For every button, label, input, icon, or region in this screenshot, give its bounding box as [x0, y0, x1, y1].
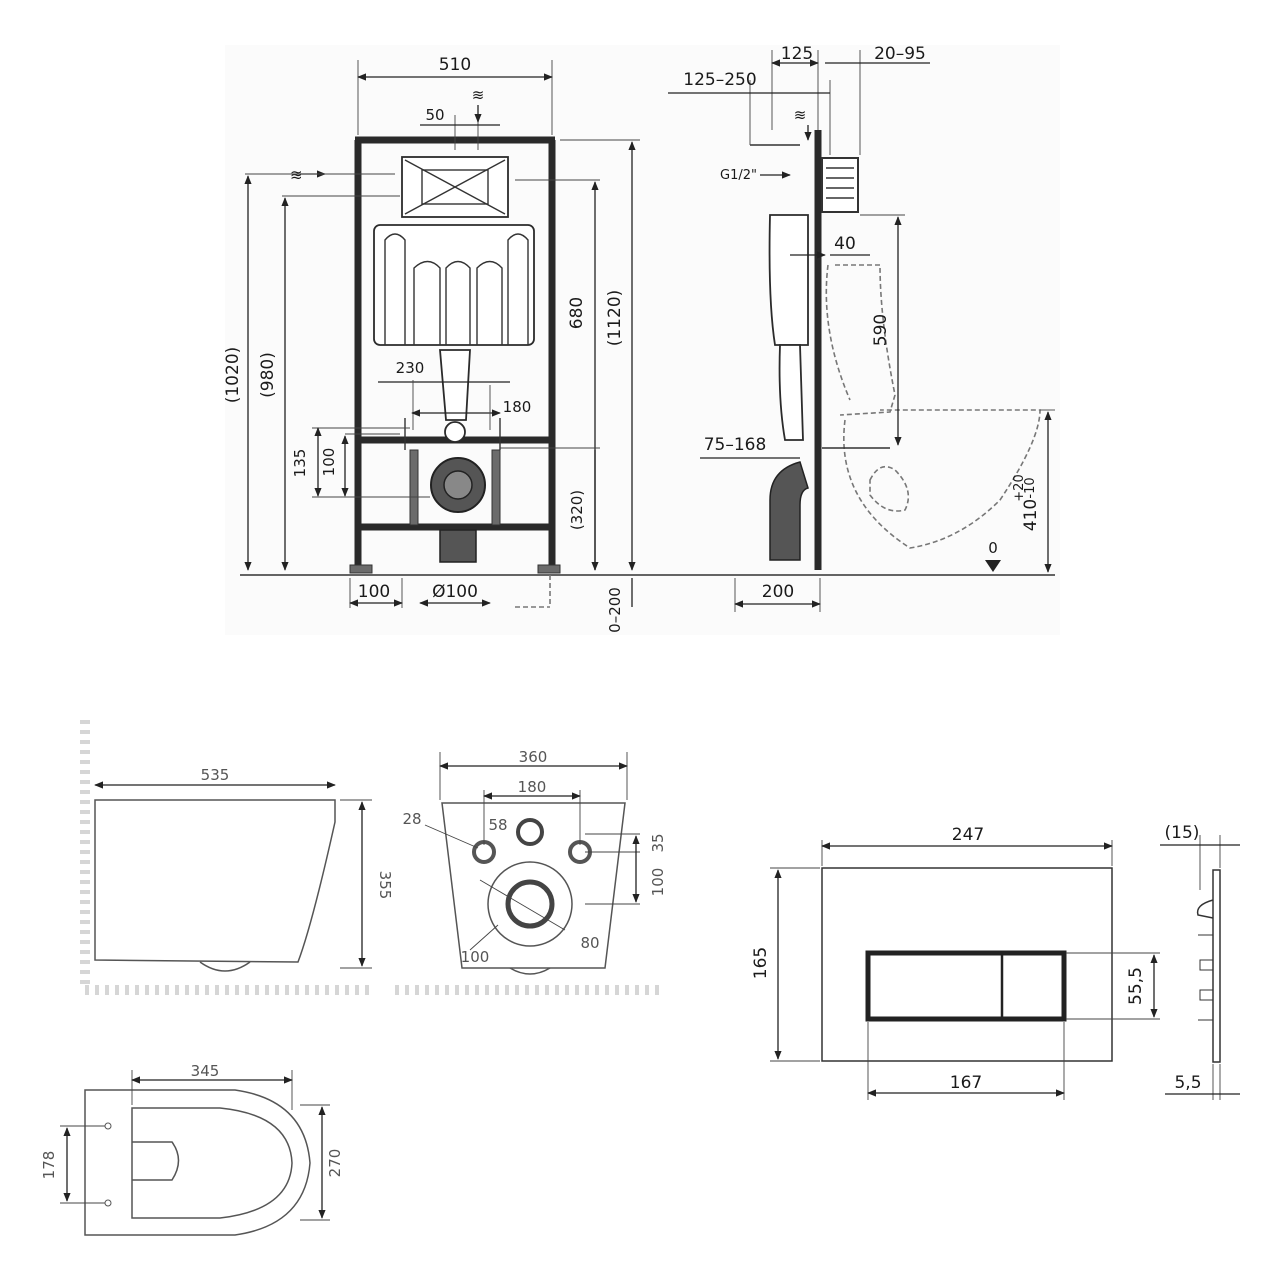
dim-holes-spacing: 180: [518, 778, 547, 796]
dim-top-depth: 270: [326, 1149, 344, 1178]
drain-bracket-left: [409, 449, 419, 526]
dim-135: 135: [291, 449, 309, 478]
side-flush-pipe: [778, 344, 804, 441]
dim-floor-0-200: 0–200: [606, 587, 624, 633]
dim-35: 35: [649, 833, 667, 852]
dim-back-width: 360: [519, 748, 548, 766]
outlet-ring-inner: [505, 879, 555, 929]
bowl-side-body: [94, 799, 336, 963]
dim-plate-width: 247: [952, 825, 984, 845]
svg-text:≋: ≋: [794, 106, 807, 124]
tolerance-minus: -10: [1023, 477, 1038, 498]
dim-height-1020: (1020): [223, 347, 243, 404]
flush-pipe: [439, 349, 471, 421]
dim-side-40: 40: [834, 234, 856, 254]
dim-hole-28: 28: [402, 810, 421, 828]
dim-100-vertical-back: 100: [649, 868, 667, 897]
plate-side-outline: [1212, 869, 1221, 1063]
side-cistern: [768, 214, 809, 346]
dim-plate-height: 165: [751, 947, 771, 979]
dim-230: 230: [396, 359, 425, 377]
flush-pipe-outlet: [444, 421, 466, 443]
dim-outlet-80: 80: [580, 934, 599, 952]
side-drain-elbow: [769, 461, 809, 561]
svg-text:≋: ≋: [290, 166, 303, 184]
flush-button-frame: [865, 950, 1067, 1022]
dim-100-bottom: 100: [358, 582, 390, 602]
bolt-hole-top: [516, 818, 544, 846]
dim-100-vertical: 100: [320, 448, 338, 477]
bowl-top-view: 345 178 270: [40, 1062, 344, 1236]
dim-180: 180: [503, 398, 532, 416]
dim-offset-50: 50: [425, 106, 444, 124]
svg-text:≋: ≋: [472, 86, 485, 104]
dim-diameter-100: Ø100: [432, 582, 478, 602]
bowl-back-view: 360 180 28 58 35 100 100 80: [395, 748, 667, 995]
wall-hatch-background: [225, 45, 1060, 635]
dim-side-410: 410: [1021, 499, 1041, 531]
flush-plate-box: [821, 157, 859, 213]
dim-button-width: 167: [950, 1073, 982, 1093]
dim-bowl-length: 535: [201, 766, 230, 784]
dim-top-spacing: 178: [40, 1151, 58, 1180]
dim-side-125: 125: [781, 44, 813, 64]
dim-zero-level: 0: [988, 539, 998, 557]
dim-hole-58: 58: [488, 816, 507, 834]
frame-right-foot: [537, 564, 561, 574]
dim-button-height: 55,5: [1126, 967, 1146, 1005]
frame-front-view: 510 50 ≋ ≋ (1020) (980) 680 (1120) 230: [223, 55, 1055, 633]
top-hole-1: [104, 1122, 112, 1130]
dim-side-590: 590: [871, 314, 891, 346]
dim-height-980: (980): [258, 352, 278, 398]
top-hole-2: [104, 1199, 112, 1207]
dim-plate-thickness: 5,5: [1174, 1073, 1201, 1093]
tolerance-plus: +20: [1012, 474, 1027, 501]
drain-bracket-right: [491, 449, 501, 526]
dim-320: (320): [568, 490, 586, 530]
dim-bowl-height: 355: [376, 871, 394, 900]
frame-side-view: G1/2" ≋ 125 20–95 125–250 40: [668, 44, 1055, 612]
frame-left-foot: [349, 564, 373, 574]
bowl-side-view: 535 355: [80, 720, 394, 995]
dim-plate-depth: (15): [1165, 823, 1200, 843]
flush-plate-front: 247 165 55,5 167: [751, 825, 1160, 1100]
cistern: [373, 224, 535, 346]
drain-pipe: [439, 529, 477, 563]
dim-side-200: 200: [762, 582, 794, 602]
dim-width-510: 510: [439, 55, 471, 75]
dim-side-75-168: 75–168: [704, 435, 767, 455]
dim-outlet-100: 100: [461, 948, 490, 966]
side-bowl-outline: [825, 264, 1041, 549]
dim-side-125-250: 125–250: [683, 70, 756, 90]
dim-height-1120: (1120): [605, 290, 625, 347]
dim-side-20-95: 20–95: [874, 44, 926, 64]
thread-label: G1/2": [720, 168, 757, 183]
dim-top-width: 345: [191, 1062, 220, 1080]
flush-plate-side: (15) 5,5: [1160, 823, 1240, 1100]
dim-height-680: 680: [567, 297, 587, 329]
